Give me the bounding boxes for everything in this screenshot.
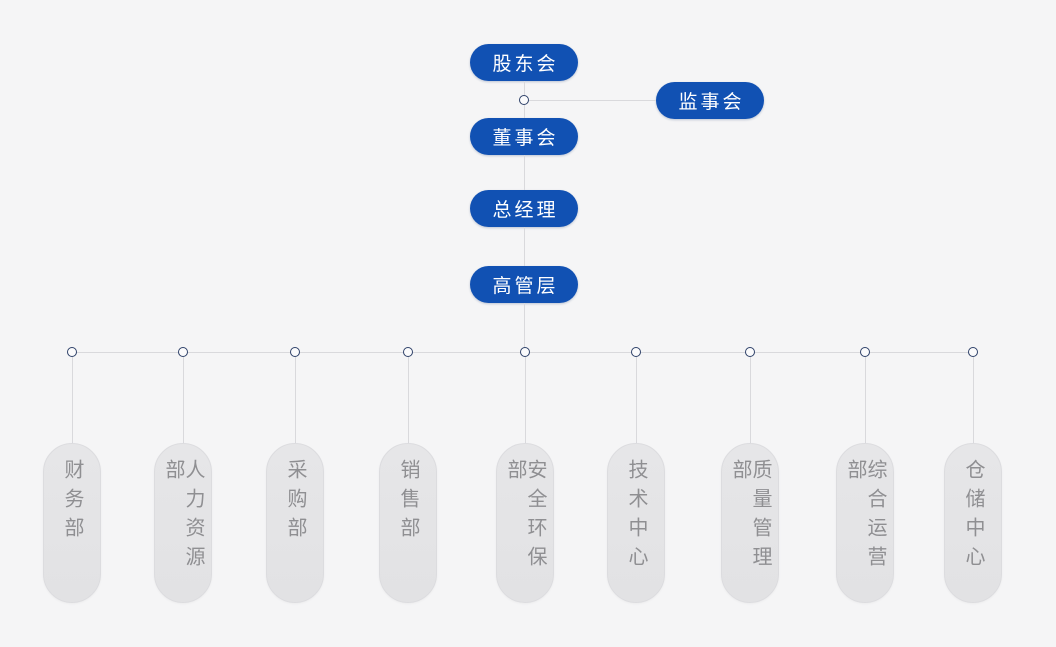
- connector-node: [290, 347, 300, 357]
- dept-safety-environment: 安全环保部: [496, 443, 554, 603]
- dept-label: 安全环保部: [504, 459, 546, 575]
- dept-label: 技术中心: [625, 459, 647, 575]
- dept-quality-management: 质量管理部: [721, 443, 779, 603]
- connector-line: [524, 303, 525, 352]
- node-supervisory-board: 监事会: [656, 82, 764, 119]
- node-shareholders: 股东会: [470, 44, 578, 81]
- dept-technology-center: 技术中心: [607, 443, 665, 603]
- connector-line: [524, 155, 525, 190]
- connector-node: [519, 95, 529, 105]
- connector-node: [520, 347, 530, 357]
- node-general-manager: 总经理: [470, 190, 578, 227]
- connector-line: [408, 357, 409, 443]
- node-executive-team: 高管层: [470, 266, 578, 303]
- dept-label: 财务部: [61, 459, 83, 546]
- dept-general-operations: 综合运营部: [836, 443, 894, 603]
- connector-node: [67, 347, 77, 357]
- connector-line: [183, 357, 184, 443]
- connector-line: [295, 357, 296, 443]
- dept-warehouse-center: 仓储中心: [944, 443, 1002, 603]
- dept-label: 仓储中心: [962, 459, 984, 575]
- dept-label: 质量管理部: [729, 459, 771, 575]
- node-board-of-directors: 董事会: [470, 118, 578, 155]
- connector-line: [525, 357, 526, 443]
- connector-node: [178, 347, 188, 357]
- dept-label: 综合运营部: [844, 459, 886, 575]
- dept-procurement: 采购部: [266, 443, 324, 603]
- connector-line: [636, 357, 637, 443]
- connector-line: [865, 357, 866, 443]
- dept-finance: 财务部: [43, 443, 101, 603]
- dept-label: 销售部: [397, 459, 419, 546]
- connector-line: [750, 357, 751, 443]
- connector-line: [524, 81, 525, 95]
- connector-line: [72, 357, 73, 443]
- connector-line: [973, 357, 974, 443]
- connector-node: [745, 347, 755, 357]
- connector-node: [860, 347, 870, 357]
- connector-line: [524, 105, 525, 118]
- connector-node: [968, 347, 978, 357]
- dept-label: 采购部: [284, 459, 306, 546]
- connector-line: [524, 227, 525, 266]
- connector-line: [529, 100, 656, 101]
- dept-sales: 销售部: [379, 443, 437, 603]
- connector-node: [631, 347, 641, 357]
- dept-label: 人力资源部: [162, 459, 204, 575]
- connector-node: [403, 347, 413, 357]
- dept-human-resources: 人力资源部: [154, 443, 212, 603]
